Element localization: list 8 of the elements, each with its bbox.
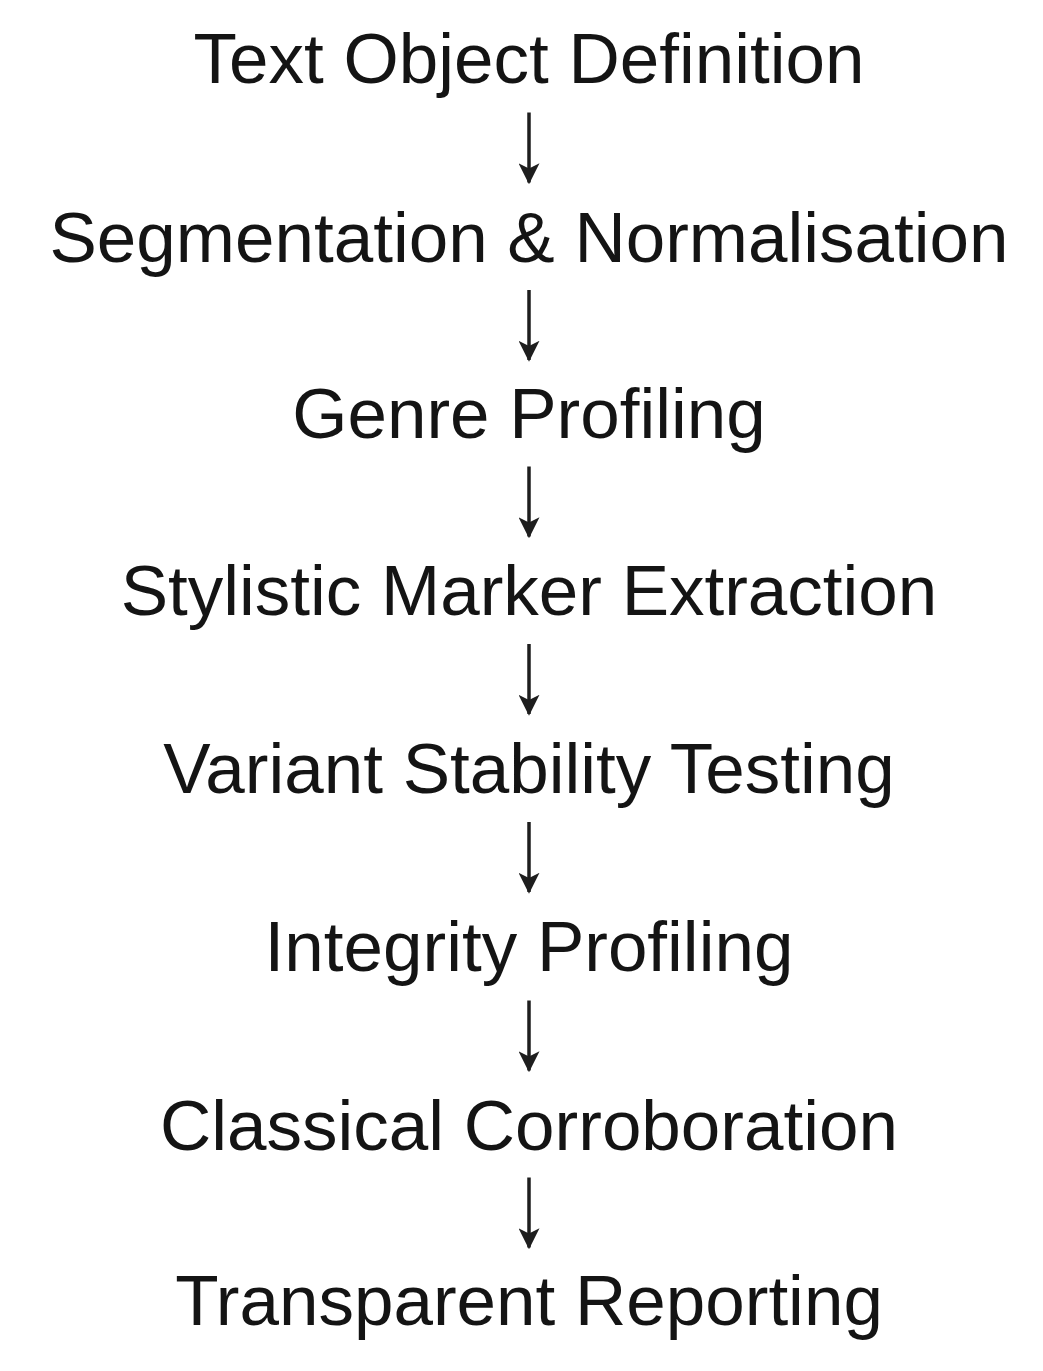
arrow <box>518 112 540 185</box>
step-text: Classical Corroboration <box>160 1089 898 1161</box>
arrow <box>518 822 540 894</box>
arrow <box>518 466 540 539</box>
arrow <box>518 290 540 362</box>
arrow <box>518 1177 540 1250</box>
arrow <box>518 644 540 716</box>
arrow <box>518 1000 540 1073</box>
